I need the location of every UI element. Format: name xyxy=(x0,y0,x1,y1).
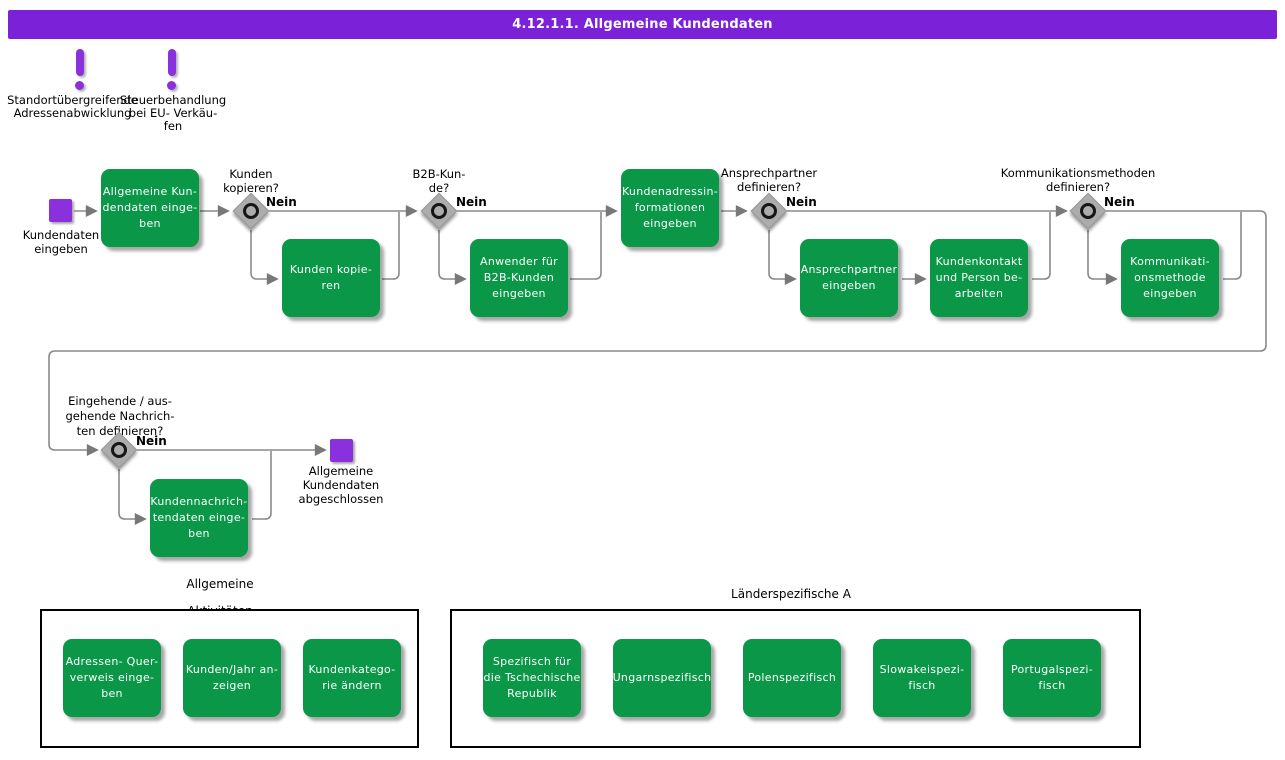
gateway-question: B2B-Kun- de? xyxy=(412,167,466,195)
connector xyxy=(252,451,272,520)
warning-label: Standortübergreifende Adressenabwicklung xyxy=(7,93,138,120)
task-label: Adressen- Quer- verweis einge- ben xyxy=(65,655,159,700)
gateway-circle-icon xyxy=(1080,203,1096,219)
gateway-circle-icon xyxy=(111,442,127,458)
connector xyxy=(1087,230,1118,285)
connector xyxy=(48,210,1267,456)
start-event[interactable] xyxy=(49,199,72,222)
gateway-question: Kunden kopieren? xyxy=(223,167,279,195)
gateway-circle-icon xyxy=(243,203,259,219)
connector xyxy=(1223,212,1242,280)
start-event-label: Kundendaten eingeben xyxy=(22,228,100,256)
task-anwender-b2b-kunden-eingeben[interactable]: Anwender für B2B-Kunden eingeben xyxy=(470,239,568,317)
task-kundenadressinformationen-eingeben[interactable]: Kundenadressin- formationen eingeben xyxy=(621,169,719,247)
task-label: Ungarnspezifisch xyxy=(612,671,712,684)
task-kundennachrichtendaten-eingeben[interactable]: Kundennachrich- tendaten einge- ben xyxy=(150,479,248,557)
connector xyxy=(438,230,467,285)
task-label: Allgemeine Kun- dendaten einge- ben xyxy=(102,185,198,230)
task-kommunikationsmethode-eingeben[interactable]: Kommunikati- onsmethode eingeben xyxy=(1121,239,1219,317)
task-label: Kundenkontakt und Person be- arbeiten xyxy=(935,255,1023,300)
gateway-ansprechpartner-definieren[interactable] xyxy=(750,192,788,230)
task-adressen-querverweis-eingeben[interactable]: Adressen- Quer- verweis einge- ben xyxy=(63,639,161,717)
task-kunden-kopieren[interactable]: Kunden kopie- ren xyxy=(282,239,380,317)
end-event[interactable] xyxy=(330,439,353,462)
gateway-question: Ansprechpartner definieren? xyxy=(720,166,818,194)
gateway-circle-icon xyxy=(431,203,447,219)
connector xyxy=(570,212,602,280)
gateway-kunden-kopieren[interactable] xyxy=(232,192,270,230)
exclamation-icon[interactable] xyxy=(75,81,84,90)
connector xyxy=(768,230,797,285)
gateway-no-label: Nein xyxy=(266,195,297,209)
gateway-kommunikationsmethoden-definieren[interactable] xyxy=(1069,192,1107,230)
exclamation-icon[interactable] xyxy=(168,49,176,76)
warning-label: Steuerbehandlung bei EU- Verkäu- fen xyxy=(119,93,227,133)
gateway-no-label: Nein xyxy=(136,434,167,448)
exclamation-icon[interactable] xyxy=(167,81,176,90)
gateway-question: Kommunikationsmethoden definieren? xyxy=(1000,166,1156,194)
section-allgemeine-aktivitaeten: Adressen- Quer- verweis einge- ben Kunde… xyxy=(40,609,419,748)
connector xyxy=(250,230,279,285)
gateway-nachrichten-definieren[interactable] xyxy=(100,431,138,469)
task-label: Kundenadressin- formationen eingeben xyxy=(621,185,719,230)
section-title-laenderspezifische: Länderspezifische A xyxy=(731,587,851,601)
task-label: Kunden kopie- ren xyxy=(289,263,373,292)
task-label: Kunden/Jahr an- zeigen xyxy=(185,663,279,692)
task-slowakeispezifisch[interactable]: Slowakeispezi- fisch xyxy=(873,639,971,717)
connector xyxy=(1032,212,1051,280)
task-allgemeine-kundendaten-eingeben[interactable]: Allgemeine Kun- dendaten einge- ben xyxy=(101,169,199,247)
task-kundenkontakt-person-bearbeiten[interactable]: Kundenkontakt und Person be- arbeiten xyxy=(930,239,1028,317)
connectors xyxy=(48,205,1267,525)
exclamation-icon[interactable] xyxy=(76,49,84,76)
task-label: Spezifisch für die Tschechische Republik xyxy=(483,655,581,700)
task-ansprechpartner-eingeben[interactable]: Ansprechpartner eingeben xyxy=(800,239,898,317)
connector xyxy=(382,212,400,280)
gateway-no-label: Nein xyxy=(456,195,487,209)
task-portugalspezifisch[interactable]: Portugalspezi- fisch xyxy=(1003,639,1101,717)
task-kunden-jahr-anzeigen[interactable]: Kunden/Jahr an- zeigen xyxy=(183,639,281,717)
task-label: Polenspezifisch xyxy=(747,671,837,684)
task-label: Anwender für B2B-Kunden eingeben xyxy=(480,255,558,300)
task-spezifisch-tschechische-republik[interactable]: Spezifisch für die Tschechische Republik xyxy=(483,639,581,717)
gateway-circle-icon xyxy=(761,203,777,219)
task-polenspezifisch[interactable]: Polenspezifisch xyxy=(743,639,841,717)
end-event-label: Allgemeine Kundendaten abgeschlossen xyxy=(298,464,384,506)
task-label: Portugalspezi- fisch xyxy=(1010,663,1094,692)
task-ungarnspezifisch[interactable]: Ungarnspezifisch xyxy=(613,639,711,717)
section-laenderspezifische-aktivitaeten: Spezifisch für die Tschechische Republik… xyxy=(450,609,1141,748)
gateway-no-label: Nein xyxy=(1104,195,1135,209)
gateway-no-label: Nein xyxy=(786,195,817,209)
connector xyxy=(118,469,147,525)
task-label: Slowakeispezi- fisch xyxy=(879,663,965,692)
task-label: Kundenkatego- rie ändern xyxy=(308,663,396,692)
task-kundenkategorie-aendern[interactable]: Kundenkatego- rie ändern xyxy=(303,639,401,717)
task-label: Ansprechpartner eingeben xyxy=(800,263,898,292)
task-label: Kundennachrich- tendaten einge- ben xyxy=(150,495,248,540)
gateway-b2b-kunde[interactable] xyxy=(420,192,458,230)
page-title: 4.12.1.1. Allgemeine Kundendaten xyxy=(8,10,1277,39)
task-label: Kommunikati- onsmethode eingeben xyxy=(1130,255,1210,300)
